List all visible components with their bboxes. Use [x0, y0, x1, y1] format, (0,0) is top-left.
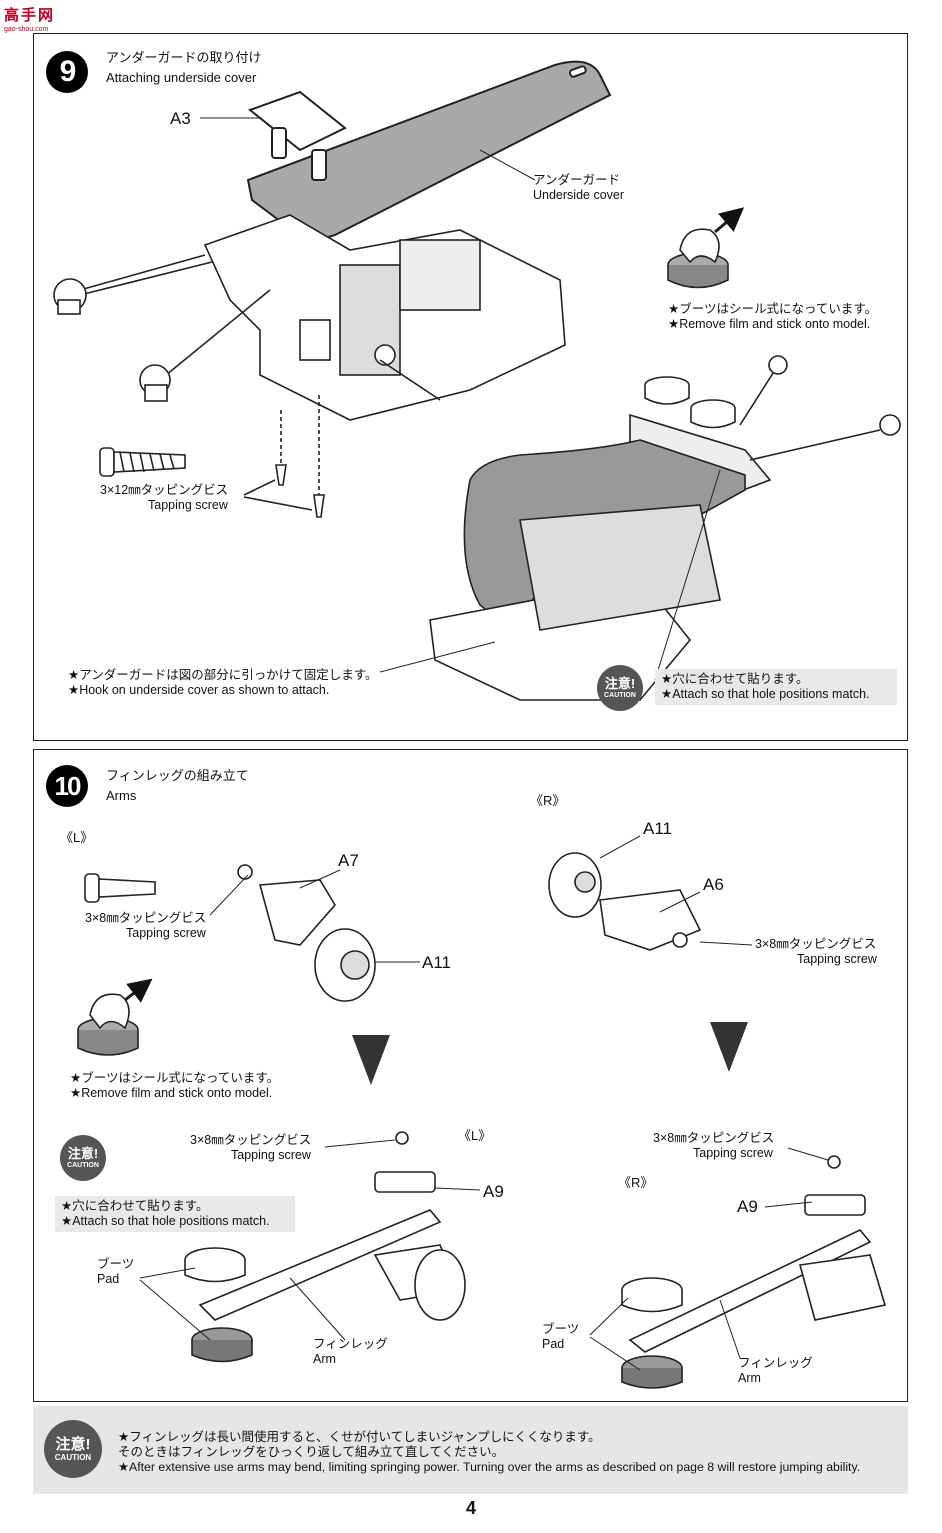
step-10-number: 10: [46, 765, 88, 807]
boots-note-jp: ★ブーツはシール式になっています。: [668, 302, 878, 316]
site-logo-url: gao-shou.com: [4, 26, 49, 33]
boots-note-en: ★Remove film and stick onto model.: [668, 317, 871, 331]
hole-note-step10-en: ★Attach so that hole positions match.: [61, 1214, 270, 1228]
step10-left-lower-drawing: [184, 1131, 466, 1363]
footer-caution-box: [33, 1406, 908, 1494]
step10-left-upper-drawing: [84, 864, 376, 1002]
down-arrow-right: [710, 1022, 748, 1072]
caution-badge-step10: 注意! CAUTION: [60, 1135, 106, 1181]
step-10-title-jp: フィンレッグの組み立て: [106, 768, 249, 783]
hook-note-jp: ★アンダーガードは図の部分に引っかけて固定します。: [68, 668, 378, 682]
pad-left-en: Pad: [97, 1272, 120, 1286]
hole-note-step9: ★穴に合わせて貼ります。 ★Attach so that hole positi…: [655, 669, 897, 705]
part-label-a6: A6: [703, 875, 724, 894]
hole-note-step10: ★穴に合わせて貼ります。 ★Attach so that hole positi…: [55, 1196, 295, 1232]
leader-lines: [139, 117, 829, 1371]
caution-en: CAUTION: [67, 1161, 99, 1169]
footer-line-2: そのときはフィンレッグをひっくり返して組み立て直してください。: [118, 1445, 505, 1459]
hole-note-jp: ★穴に合わせて貼ります。: [661, 672, 809, 686]
left-mark-upper: 《L》: [60, 830, 94, 845]
pad-left-jp: ブーツ: [97, 1257, 135, 1271]
boots-note-step10-jp: ★ブーツはシール式になっています。: [70, 1071, 280, 1085]
site-logo-name: 高手网: [4, 7, 56, 24]
screw8-lower-right-en: Tapping screw: [693, 1146, 773, 1160]
site-logo: 高手网 gao-shou.com: [4, 4, 74, 36]
screw8-lower-left-jp: 3×8㎜タッピングビス: [190, 1133, 312, 1147]
cover-label-jp: アンダーガード: [533, 173, 621, 187]
part-label-a9-left: A9: [483, 1182, 504, 1201]
step-9-panel: [33, 33, 908, 741]
arm-left-jp: フィンレッグ: [313, 1337, 388, 1351]
caution-jp: 注意!: [67, 1145, 99, 1161]
screw12-label-jp: 3×12㎜タッピングビス: [100, 483, 229, 497]
footer-line-3: ★After extensive use arms may bend, limi…: [118, 1460, 861, 1474]
underside-cover-drawing: [246, 60, 612, 240]
screw12-label-en: Tapping screw: [148, 498, 228, 512]
tapping-screw-12-drawing: [99, 395, 325, 518]
caution-en: CAUTION: [604, 691, 636, 699]
right-mark-lower: 《R》: [618, 1175, 654, 1190]
screw8-right-jp: 3×8㎜タッピングビス: [755, 937, 877, 951]
screw8-left-en: Tapping screw: [126, 926, 206, 940]
caution-jp: 注意!: [604, 675, 636, 691]
a3-part-drawing: [247, 90, 347, 181]
step-9-title-en: Attaching underside cover: [106, 70, 257, 85]
part-label-a9-right: A9: [737, 1197, 758, 1216]
screw8-left-jp: 3×8㎜タッピングビス: [85, 911, 207, 925]
arm-left-en: Arm: [313, 1352, 336, 1366]
hole-note-en: ★Attach so that hole positions match.: [661, 687, 870, 701]
left-mark-lower: 《L》: [458, 1128, 492, 1143]
down-arrow-left: [352, 1035, 390, 1085]
step-10-panel: [33, 749, 908, 1402]
arm-right-jp: フィンレッグ: [738, 1356, 813, 1370]
step-9-number: 9: [46, 51, 88, 93]
boots-sticker-step10-drawing: [77, 978, 153, 1056]
screw8-lower-right-jp: 3×8㎜タッピングビス: [653, 1131, 775, 1145]
roller-drawing: [53, 254, 271, 402]
caution-jp: 注意!: [55, 1435, 91, 1453]
arm-right-en: Arm: [738, 1371, 761, 1385]
footer-line-1: ★フィンレッグは長い間使用すると、くせが付いてしまいジャンプしにくくなります。: [118, 1430, 601, 1444]
pad-right-jp: ブーツ: [542, 1322, 580, 1336]
step10-right-lower-drawing: [621, 1155, 887, 1389]
pad-right-en: Pad: [542, 1337, 565, 1351]
hook-note-en: ★Hook on underside cover as shown to att…: [68, 683, 330, 697]
hole-note-step10-jp: ★穴に合わせて貼ります。: [61, 1199, 209, 1213]
boots-sticker-drawing: [667, 207, 745, 289]
chassis-drawing: [203, 214, 566, 421]
step-10-title-en: Arms: [106, 788, 137, 803]
screw8-lower-left-en: Tapping screw: [231, 1148, 311, 1162]
boots-note-step10-en: ★Remove film and stick onto model.: [70, 1086, 273, 1100]
caution-en: CAUTION: [54, 1452, 92, 1462]
part-label-a11-right: A11: [643, 819, 672, 838]
part-label-a3: A3: [170, 109, 191, 128]
caution-badge-step9: 注意! CAUTION: [597, 665, 643, 711]
screw8-right-en: Tapping screw: [797, 952, 877, 966]
page-number: 4: [465, 1498, 476, 1518]
step-9-title-jp: アンダーガードの取り付け: [106, 50, 262, 65]
part-label-a7: A7: [338, 851, 359, 870]
right-mark-upper: 《R》: [530, 793, 566, 808]
part-label-a11-left: A11: [422, 953, 451, 972]
caution-badge-footer: 注意! CAUTION: [44, 1420, 102, 1478]
cover-label-en: Underside cover: [533, 188, 625, 202]
